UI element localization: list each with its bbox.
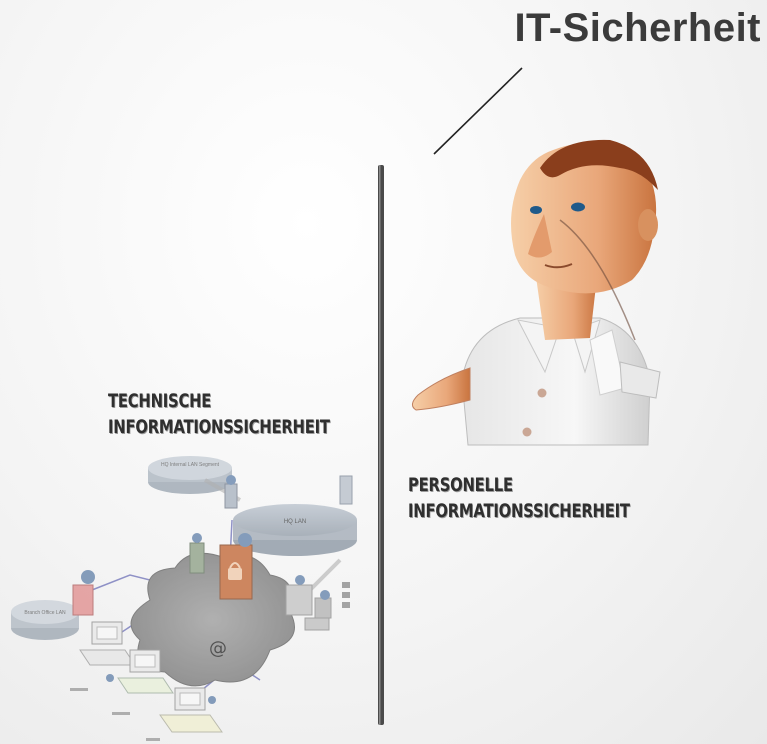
technical-security-label: TECHNISCHE INFORMATIONSSICHERHEIT: [108, 388, 330, 440]
caption-marks: [70, 688, 160, 741]
technical-label-line1: TECHNISCHE: [108, 390, 212, 412]
workstation-icon: [285, 575, 332, 631]
small-device-icons: [342, 582, 350, 608]
hq-lan: HQ LAN: [233, 504, 357, 556]
hq-internal-lan: HQ Internal LAN Segment: [148, 456, 232, 494]
page-title: IT-Sicherheit: [514, 6, 761, 50]
branch-office-lan: Branch Office LAN: [11, 600, 79, 640]
firewall-lock-icon: [219, 533, 253, 600]
vertical-divider: [378, 165, 384, 725]
personal-label-line1: PERSONELLE: [408, 474, 513, 496]
server-icon: [189, 533, 205, 574]
pointer-line: [433, 67, 523, 155]
technical-label-line2: INFORMATIONSSICHERHEIT: [108, 416, 330, 438]
personal-label-line2: INFORMATIONSSICHERHEIT: [408, 500, 630, 522]
person-illustration: [412, 139, 661, 446]
branch-office-label: Branch Office LAN: [24, 610, 66, 616]
hq-internal-label: HQ Internal LAN Segment: [161, 462, 220, 468]
firewall-icon: [72, 570, 95, 616]
hq-lan-label: HQ LAN: [284, 519, 306, 525]
network-diagram: HQ Internal LAN Segment HQ LAN Branch Of…: [11, 456, 357, 741]
laptop-icon: [159, 687, 223, 733]
server-icon: [339, 475, 353, 505]
laptop-icon: [79, 621, 136, 682]
laptop-icon: [117, 649, 174, 694]
server-icon: [224, 475, 238, 509]
at-symbol: @: [209, 638, 227, 659]
personal-security-label: PERSONELLE INFORMATIONSSICHERHEIT: [408, 472, 630, 524]
